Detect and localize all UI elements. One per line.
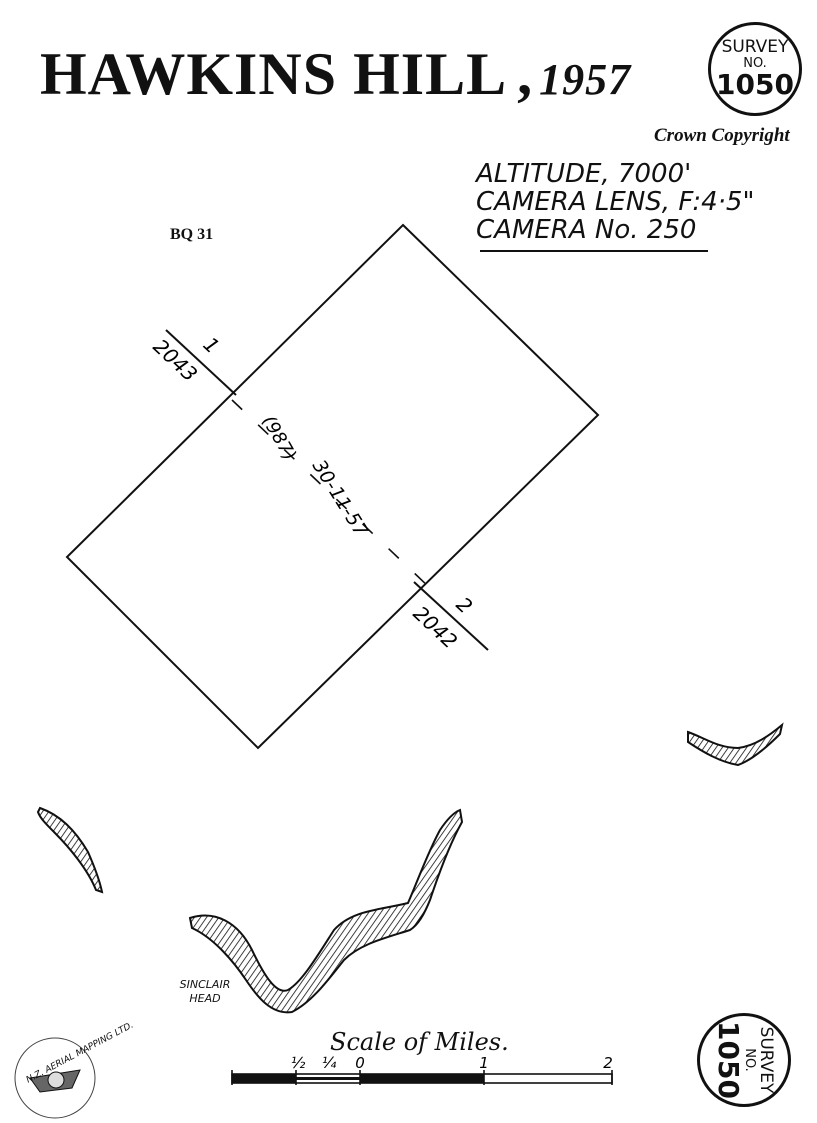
coastline-left: [36, 806, 104, 894]
survey-label-bottom: SURVEY: [756, 1026, 776, 1094]
place-label-line2: HEAD: [189, 992, 221, 1005]
coastline-sinclair-head: [188, 808, 464, 1014]
copyright-note: Crown Copyright: [654, 125, 790, 146]
flight-line: [231, 399, 431, 589]
survey-number-bottom: 1050: [712, 1021, 745, 1099]
flight-run-label: (987): [258, 412, 300, 464]
logo-emblem: [14, 1037, 96, 1119]
sheet-reference: BQ 31: [170, 226, 214, 243]
flight-end-tick: [413, 581, 489, 651]
flight-start-number: 1: [199, 332, 225, 358]
survey-badge-bottom: SURVEY NO. 1050: [697, 1013, 791, 1107]
coastline-right: [687, 722, 784, 767]
scale-tick-label: 0: [355, 1054, 365, 1072]
flight-start-photo: 2043: [149, 334, 203, 386]
title-separator: ,: [517, 41, 534, 107]
flight-start-tick: [165, 329, 237, 396]
title-text: HAWKINS HILL: [40, 41, 508, 107]
camera-specs: ALTITUDE, 7000' CAMERA LENS, F:4·5" CAME…: [476, 160, 754, 244]
survey-badge-top: SURVEY NO. 1050: [708, 22, 802, 116]
flight-end-number: 2: [452, 592, 478, 618]
lens-line: CAMERA LENS, F:4·5": [476, 187, 755, 217]
camera-line: CAMERA No. 250: [476, 215, 697, 245]
scale-tick-label: 1: [479, 1054, 489, 1072]
title-year: 1957: [539, 55, 632, 104]
flight-date: 30-11-57: [308, 456, 372, 541]
photo-footprint: [65, 223, 600, 750]
scale-bar: [231, 1070, 613, 1085]
altitude-line: ALTITUDE, 7000': [476, 159, 692, 189]
place-label-line1: SINCLAIR: [179, 978, 231, 991]
scale-title: Scale of Miles.: [330, 1028, 509, 1056]
survey-no-label: NO.: [743, 56, 767, 71]
scale-tick-label: ½: [291, 1054, 306, 1072]
survey-number: 1050: [716, 68, 794, 101]
survey-label: SURVEY: [721, 37, 789, 57]
map-title: HAWKINS HILL,1957: [40, 44, 631, 104]
scale-tick-label: 2: [603, 1054, 613, 1072]
specs-underline: [480, 250, 708, 252]
place-label-sinclair-head: SINCLAIR HEAD: [176, 978, 234, 1006]
scale-tick-label: ¼: [322, 1054, 337, 1072]
